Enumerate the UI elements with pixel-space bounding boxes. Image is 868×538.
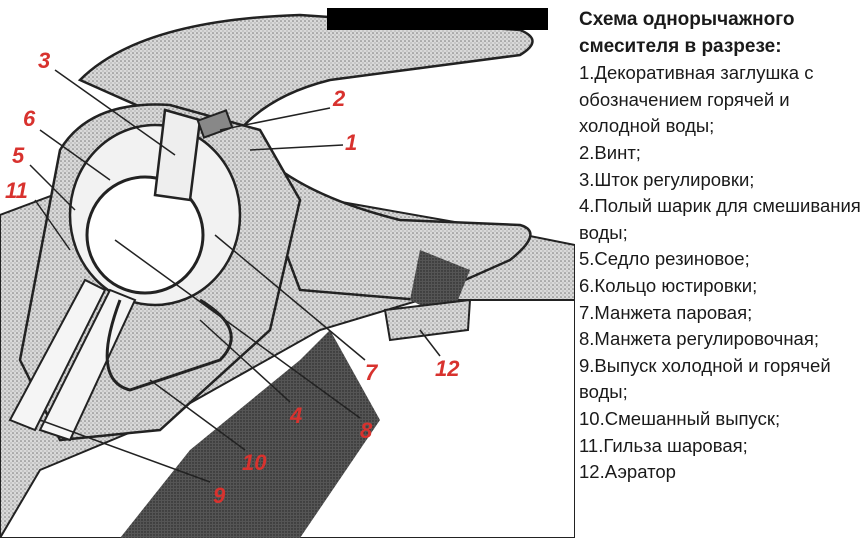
aerator: [383, 298, 472, 342]
legend-item: 5.Седло резиновое;: [579, 248, 750, 270]
legend-title: Схема однорычажного смесителя в разрезе:: [579, 9, 795, 57]
label-3: 3: [38, 48, 50, 73]
label-2: 2: [332, 86, 346, 111]
legend-item: 2.Винт;: [579, 141, 641, 163]
redaction-bar: [327, 8, 548, 30]
label-1: 1: [345, 130, 357, 155]
screw: [196, 109, 234, 139]
label-7: 7: [365, 360, 379, 385]
hollow-ball: [85, 175, 205, 295]
legend-item: 9.Выпуск холодной и горячей воды;: [579, 354, 831, 403]
legend-item: 7.Манжета паровая;: [579, 301, 753, 323]
legend-item: 12.Аэратор: [579, 461, 676, 483]
legend-item: 4.Полый шарик для смешивания воды;: [579, 195, 861, 243]
legend-item: 1.Декоративная заглушка с обозначением г…: [579, 62, 814, 137]
legend: Схема однорычажного смесителя в разрезе:…: [579, 7, 868, 486]
lever-handle: [77, 13, 534, 132]
label-9: 9: [213, 483, 226, 508]
legend-item: 10.Смешанный выпуск;: [579, 407, 781, 429]
control-stem: [153, 108, 202, 202]
mixer-cross-section-diagram: 1 2 3 4 5 6 7 8 9 10 11 12: [0, 8, 575, 538]
legend-item: 6.Кольцо юстировки;: [579, 274, 758, 296]
legend-item: 3.Шток регулировки;: [579, 168, 755, 190]
label-11: 11: [5, 178, 28, 203]
label-5: 5: [12, 143, 25, 168]
label-8: 8: [360, 418, 373, 443]
label-4: 4: [289, 403, 302, 428]
label-10: 10: [242, 450, 267, 475]
legend-item: 11.Гильза шаровая;: [579, 434, 748, 456]
label-12: 12: [435, 356, 460, 381]
label-6: 6: [23, 106, 36, 131]
legend-item: 8.Манжета регулировочная;: [579, 328, 819, 350]
